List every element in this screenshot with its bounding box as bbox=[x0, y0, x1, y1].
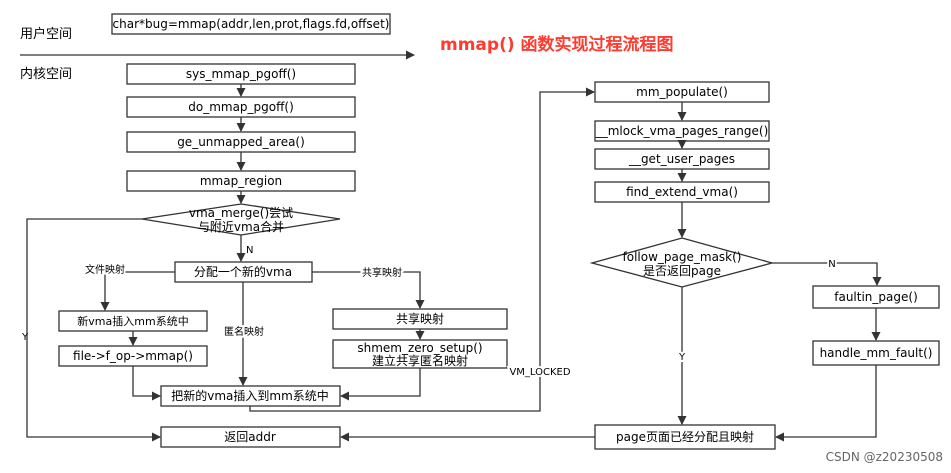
diagram-title: mmap() 函数实现过程流程图 bbox=[440, 34, 674, 55]
merge-yes-label: Y bbox=[21, 332, 29, 343]
sys-mmap-pgoff-text: sys_mmap_pgoff() bbox=[186, 67, 296, 81]
edge-shmem-to-insert-new bbox=[340, 368, 421, 401]
edge-merge-yes bbox=[26, 218, 161, 442]
shmem-box bbox=[332, 339, 508, 369]
do-mmap-pgoff-text: do_mmap_pgoff() bbox=[188, 100, 294, 114]
mlock-range-text: __mlock_vma_pages_range() bbox=[595, 124, 769, 138]
merge-no-label: N bbox=[246, 245, 253, 256]
ge-unmapped-area-text: ge_unmapped_area() bbox=[177, 135, 305, 149]
mmap-region-text: mmap_region bbox=[200, 174, 282, 188]
edge-shared-map bbox=[312, 271, 425, 309]
insert-vma-mm-text: 新vma插入mm系统中 bbox=[77, 314, 188, 328]
get-user-pages-text: __get_user_pages bbox=[628, 152, 735, 166]
edge-fop-to-insert-new bbox=[132, 366, 161, 401]
shared-map-text: 共享映射 bbox=[396, 311, 444, 326]
edge-vm-locked bbox=[249, 87, 595, 412]
follow-page-mask-text-line2: 是否返回page bbox=[643, 264, 721, 278]
shared-map-label: 共享映射 bbox=[362, 266, 402, 279]
edge-file-map bbox=[100, 271, 175, 311]
vma-merge-text-line2: 与附近vma合并 bbox=[198, 219, 284, 234]
user-space-label: 用户空间 bbox=[20, 26, 72, 42]
edge-follow-no bbox=[772, 262, 882, 286]
page-mapped-box bbox=[594, 424, 776, 450]
handle-mm-fault-text: handle_mm_fault() bbox=[820, 346, 933, 360]
mm-populate-text: mm_populate() bbox=[636, 85, 728, 99]
follow-yes-label: Y bbox=[678, 352, 686, 363]
insert-new-vma-text: 把新的vma插入到mm系统中 bbox=[171, 388, 329, 403]
faultin-page-text: faultin_page() bbox=[834, 290, 918, 304]
vma-merge-text-line1: vma_merge()尝试 bbox=[189, 205, 293, 220]
anon-map-label: 匿名映射 bbox=[224, 325, 264, 338]
alloc-vma-text: 分配一个新的vma bbox=[194, 264, 292, 279]
follow-no-label: N bbox=[828, 259, 835, 270]
edge-handle-to-page-mapped bbox=[775, 365, 877, 442]
mmap-call-box bbox=[111, 13, 391, 35]
page-mapped-text: page页面已经分配且映射 bbox=[616, 429, 754, 444]
follow-page-mask-text-line1: follow_page_mask() bbox=[623, 250, 742, 264]
find-extend-vma-text: find_extend_vma() bbox=[626, 185, 738, 199]
shmem-text-line1: shmem_zero_setup() bbox=[357, 341, 482, 355]
vm-locked-label: VM_LOCKED bbox=[509, 367, 570, 378]
return-addr-text: 返回addr bbox=[224, 430, 276, 444]
kernel-space-label: 内核空间 bbox=[20, 66, 72, 82]
f-op-mmap-text: file->f_op->mmap() bbox=[73, 349, 193, 363]
mmap-call-text: char*bug=mmap(addr,len,prot,flags.fd,off… bbox=[113, 17, 390, 31]
shmem-text-line2: 建立共享匿名映射 bbox=[372, 353, 468, 368]
handle-mm-fault-box bbox=[812, 340, 940, 366]
watermark-text: CSDN @z20230508 bbox=[826, 450, 943, 464]
file-map-label: 文件映射 bbox=[85, 263, 125, 276]
